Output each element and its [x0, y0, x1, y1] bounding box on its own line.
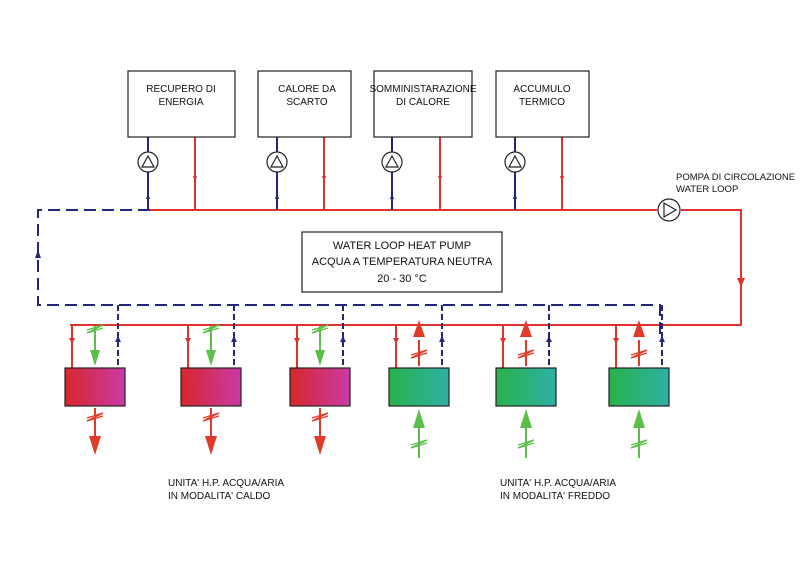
- cooling-caption-line2: IN MODALITA' FREDDO: [500, 491, 610, 502]
- heat-in-arrow-icon: [202, 324, 220, 366]
- box-label-line2: TERMICO: [519, 97, 565, 108]
- unit-body: [388, 367, 450, 407]
- cool-air-arrow-icon: [517, 409, 535, 458]
- flow-arrow-down: [737, 278, 745, 287]
- pump-icon: [266, 151, 288, 173]
- top-box-somministrazione: SOMMINISTARAZIONE DI CALORE: [369, 70, 477, 138]
- top-box-accumulo: ACCUMULO TERMICO: [495, 70, 590, 138]
- cooling-unit: [388, 305, 450, 458]
- unit-body: [180, 367, 242, 407]
- box-label-line2: ENERGIA: [158, 97, 203, 108]
- cool-air-arrow-icon: [410, 409, 428, 458]
- box-label-line2: DI CALORE: [396, 97, 450, 108]
- center-box: WATER LOOP HEAT PUMP ACQUA A TEMPERATURA…: [301, 231, 503, 293]
- warm-air-arrow-icon: [311, 408, 329, 455]
- warm-air-arrow-icon: [86, 408, 104, 455]
- unit-body: [64, 367, 126, 407]
- heating-unit: [64, 305, 126, 455]
- heating-unit: [180, 305, 242, 455]
- cool-air-arrow-icon: [630, 409, 648, 458]
- box-label-line1: SOMMINISTARAZIONE: [369, 84, 476, 95]
- heat-out-arrow-icon: [410, 320, 428, 366]
- cold-return-line: [37, 209, 661, 338]
- box-label-line1: ACCUMULO: [513, 84, 570, 95]
- heating-caption-line2: IN MODALITA' CALDO: [168, 491, 271, 502]
- unit-body: [289, 367, 351, 407]
- heat-in-arrow-icon: [86, 324, 104, 366]
- cooling-unit: [495, 305, 557, 458]
- heat-out-arrow-icon: [517, 320, 535, 366]
- heat-in-arrow-icon: [311, 324, 329, 366]
- hot-supply-line: [70, 209, 742, 326]
- top-box-pipes: [147, 137, 563, 210]
- heat-out-arrow-icon: [630, 320, 648, 366]
- heating-caption-line1: UNITA' H.P. ACQUA/ARIA: [168, 478, 284, 489]
- box-label-line1: CALORE DA: [278, 84, 336, 95]
- pump-label-line2: WATER LOOP: [676, 184, 738, 195]
- heat-pump-units: [64, 305, 670, 458]
- center-box-line3: 20 - 30 °C: [377, 273, 427, 285]
- center-box-line2: ACQUA A TEMPERATURA NEUTRA: [312, 256, 493, 268]
- top-box-recupero: RECUPERO DI ENERGIA: [127, 70, 236, 138]
- cooling-unit: [608, 305, 670, 458]
- cooling-caption-line1: UNITA' H.P. ACQUA/ARIA: [500, 478, 616, 489]
- unit-body: [608, 367, 670, 407]
- pump-icon: [137, 151, 159, 173]
- pump-label-line1: POMPA DI CIRCOLAZIONE: [676, 172, 795, 183]
- unit-body: [495, 367, 557, 407]
- pump-icon: [504, 151, 526, 173]
- top-pipe-arrows: [146, 176, 564, 199]
- box-label-line1: RECUPERO DI: [146, 84, 215, 95]
- center-box-line1: WATER LOOP HEAT PUMP: [333, 240, 471, 252]
- box-label-line2: SCARTO: [286, 97, 328, 108]
- circulation-pump-icon: [657, 198, 681, 222]
- heating-unit: [289, 305, 351, 455]
- top-box-calore-scarto: CALORE DA SCARTO: [257, 70, 352, 138]
- warm-air-arrow-icon: [202, 408, 220, 455]
- flow-arrow-up: [35, 250, 41, 258]
- pump-icon: [381, 151, 403, 173]
